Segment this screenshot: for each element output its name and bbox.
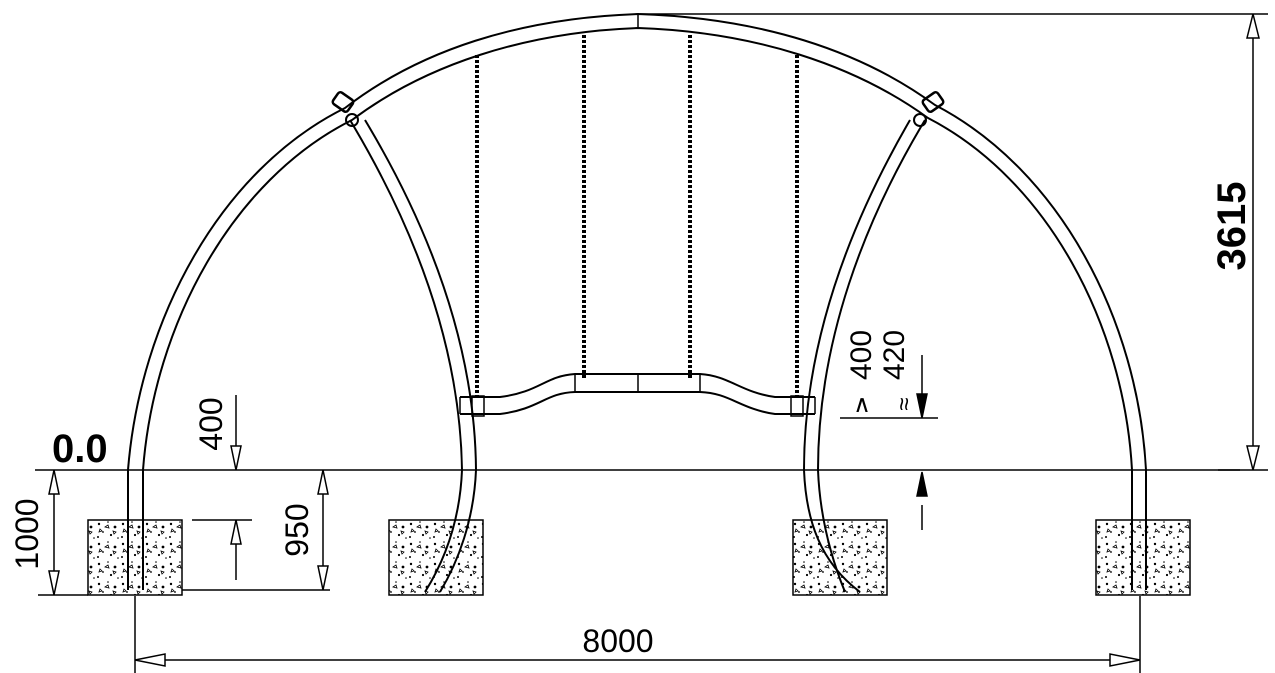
foundations xyxy=(87,519,1191,596)
swing-chains xyxy=(475,35,799,398)
foundation-block-2 xyxy=(388,519,484,596)
post-embed-label: 950 xyxy=(279,503,315,556)
dim-seat-height xyxy=(230,395,242,471)
joints xyxy=(331,91,945,127)
dim-total-height xyxy=(640,13,1268,471)
seat-height-label: 400 xyxy=(193,397,229,450)
height-total-label: 3615 xyxy=(1210,182,1254,271)
width-total-label: 8000 xyxy=(582,623,653,659)
symbol-ge: ∧ xyxy=(853,391,871,418)
dim-ground-clearance xyxy=(840,355,938,530)
clearance-alt-label: 420 xyxy=(878,330,911,380)
swing-seat xyxy=(459,373,816,417)
level-label: 0.0 xyxy=(52,427,108,471)
foundation-block-3 xyxy=(792,519,888,596)
foundation-depth-label: 1000 xyxy=(9,498,45,569)
symbol-approx: ≈ xyxy=(891,397,918,410)
dim-total-width xyxy=(134,596,1141,673)
foundation-block-1 xyxy=(87,519,183,596)
foundation-block-4 xyxy=(1095,519,1191,596)
dim-post-embed xyxy=(182,469,330,591)
dim-foundation-depth xyxy=(38,469,88,596)
clearance-min-label: 400 xyxy=(845,330,878,380)
outer-arch xyxy=(127,12,1147,590)
